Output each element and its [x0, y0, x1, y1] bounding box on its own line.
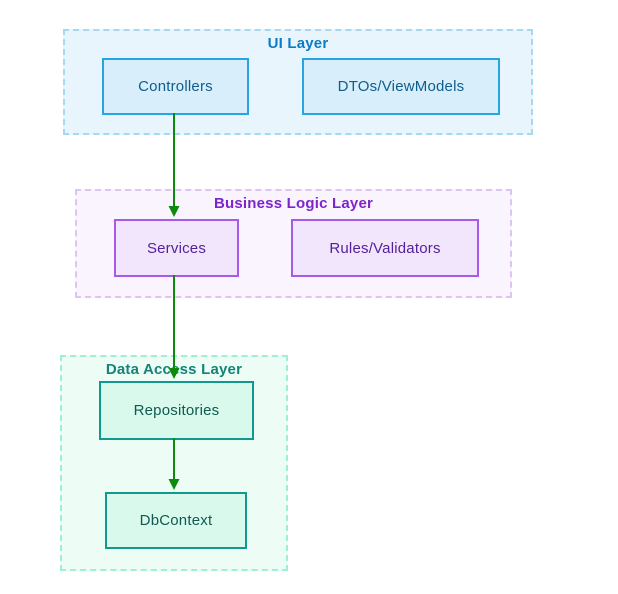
cluster-ui-layer-label: UI Layer	[267, 35, 329, 52]
node-services-label: Services	[146, 239, 207, 257]
cluster-ui-layer: UI Layer Controllers DTOs/ViewModels	[63, 29, 533, 135]
node-dbcontext: DbContext	[105, 492, 247, 549]
node-services: Services	[114, 219, 239, 277]
node-controllers-label: Controllers	[138, 78, 213, 95]
node-dtos-viewmodels-label: DTOs/ViewModels	[337, 78, 465, 95]
cluster-business-logic-layer-label: Business Logic Layer	[213, 195, 374, 212]
node-repositories: Repositories	[99, 381, 254, 440]
cluster-data-access-layer: Data Access Layer Repositories DbContext	[60, 355, 288, 571]
cluster-data-access-layer-label: Data Access Layer	[105, 361, 243, 378]
node-repositories-label: Repositories	[133, 402, 220, 419]
node-rules-validators-label: Rules/Validators	[329, 239, 441, 257]
node-dbcontext-label: DbContext	[139, 512, 213, 529]
node-controllers: Controllers	[102, 58, 249, 115]
node-dtos-viewmodels: DTOs/ViewModels	[302, 58, 500, 115]
cluster-business-logic-layer: Business Logic Layer Services Rules/Vali…	[75, 189, 512, 298]
node-rules-validators: Rules/Validators	[291, 219, 479, 277]
